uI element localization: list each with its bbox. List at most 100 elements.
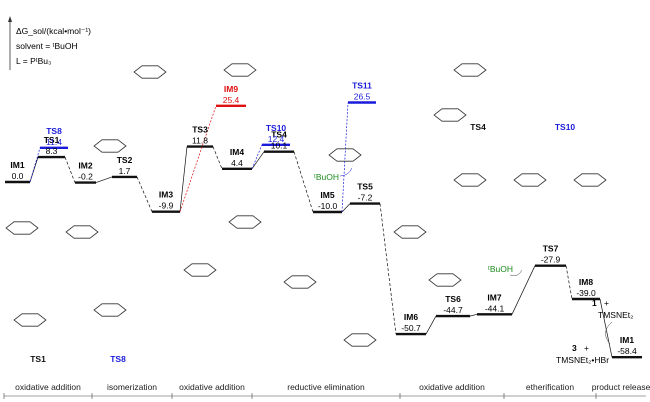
connector — [212, 146, 223, 169]
level-labels: IM10.0TS18.3IM2-0.2TS21.7IM3-9.9TS311.8I… — [10, 81, 637, 357]
connector-im9 — [179, 105, 217, 212]
benzene-ring-icon — [183, 263, 217, 277]
level-value: 4.4 — [231, 158, 243, 168]
level-value: 12.4 — [268, 134, 285, 144]
ts4-caption: TS4 — [470, 122, 486, 132]
connector-ts8 — [29, 147, 41, 183]
benzene-ring-icon — [428, 273, 462, 287]
level-label: TS11 — [352, 81, 372, 91]
benzene-ring-icon — [133, 65, 167, 79]
stage-label: reductive elimination — [287, 382, 365, 392]
stage-label: isomerization — [107, 382, 157, 392]
stage-bar: oxidative addition isomerization oxidative… — [3, 382, 650, 399]
connector — [251, 151, 265, 170]
stage-label: product release — [592, 382, 650, 392]
benzene-ring-icon — [328, 148, 362, 162]
benzene-ring-icon — [343, 333, 377, 347]
level-value: -27.9 — [541, 255, 561, 265]
level-value: 25.4 — [223, 95, 240, 105]
level-label: IM2 — [78, 161, 92, 171]
ts1-caption: TS1 — [30, 354, 46, 364]
legend-ligand: L = PᵗBu₃ — [16, 56, 52, 66]
plus-sign-1: + — [604, 298, 609, 308]
stage-label: oxidative addition — [419, 382, 485, 392]
level-value: -50.7 — [401, 323, 421, 333]
level-value: 11.8 — [192, 136, 208, 146]
benzene-ring-icon — [393, 225, 427, 239]
level-label: IM1 — [10, 160, 24, 170]
ts10-caption: TS10 — [555, 122, 576, 132]
level-value: -58.4 — [617, 346, 637, 356]
energy-levels — [5, 101, 642, 359]
level-value: -44.1 — [485, 303, 505, 313]
connector — [293, 151, 314, 213]
benzene-ring-icon — [65, 225, 99, 239]
benzene-ring-icon — [513, 173, 547, 187]
connector — [341, 203, 351, 213]
y-axis — [8, 16, 12, 70]
connector-ts11 — [341, 102, 349, 213]
legend-energy-unit: ΔG_sol/(kcal•mol⁻¹) — [16, 26, 91, 36]
level-value: 10.1 — [271, 141, 288, 151]
ts8-caption: TS8 — [110, 354, 126, 364]
level-value: -0.2 — [78, 172, 93, 182]
product-out-1: 3 — [572, 343, 577, 353]
level-value: -9.9 — [159, 201, 174, 211]
product-out-2: TMSNEt₂•HBr — [556, 355, 609, 365]
benzene-ring-icon — [223, 63, 257, 77]
connector — [95, 176, 113, 183]
level-label: IM1 — [620, 335, 634, 345]
benzene-ring-icon — [13, 313, 47, 327]
level-value: -7.2 — [358, 193, 373, 203]
level-label: IM5 — [320, 190, 334, 200]
connector — [565, 265, 573, 300]
legend-solvent: solvent = ᵗBuOH — [16, 41, 78, 51]
connector — [599, 298, 613, 358]
stage-label: oxidative addition — [179, 382, 245, 392]
connector — [379, 203, 397, 335]
level-label: IM8 — [579, 277, 593, 287]
level-value: 8.3 — [46, 146, 58, 156]
level-label: IM6 — [404, 312, 418, 322]
tbuoh-annotation-2: ᵗBuOH — [488, 264, 513, 274]
level-label: TS8 — [46, 126, 62, 136]
level-label: TS7 — [543, 244, 559, 254]
level-label: TS10 — [266, 123, 287, 133]
level-value: -39.0 — [576, 288, 596, 298]
level-value: 11.4 — [46, 137, 62, 147]
level-label: TS4 — [271, 130, 287, 140]
level-label: IM9 — [224, 84, 238, 94]
level-label: IM7 — [487, 292, 501, 302]
level-label: TS2 — [117, 155, 133, 165]
benzene-ring-icon — [453, 173, 487, 187]
legend: ΔG_sol/(kcal•mol⁻¹) solvent = ᵗBuOH L = … — [16, 26, 91, 66]
benzene-ring-icon — [228, 215, 262, 229]
connector — [469, 313, 478, 317]
benzene-ring-icon — [453, 63, 487, 77]
level-label: TS3 — [192, 125, 208, 135]
level-label: IM4 — [230, 147, 244, 157]
benzene-ring-icon — [93, 139, 127, 153]
level-label: TS5 — [357, 182, 373, 192]
stage-label: etherification — [526, 382, 574, 392]
connector — [179, 146, 188, 212]
product-in-2: TMSNEt₂ — [598, 310, 633, 320]
level-label: TS6 — [445, 294, 461, 304]
plus-sign-2: + — [584, 343, 589, 353]
benzene-ring-icon — [433, 108, 467, 122]
level-value: -10.0 — [318, 201, 338, 211]
connector-ts10 — [251, 144, 263, 169]
level-value: 0.0 — [12, 171, 24, 181]
benzene-ring-icon — [93, 303, 127, 317]
benzene-ring-icon — [283, 275, 317, 289]
connectors — [29, 102, 613, 358]
level-value: -44.7 — [443, 305, 463, 315]
benzene-ring-icon — [5, 221, 39, 235]
stage-label: oxidative addition — [15, 382, 81, 392]
connector — [511, 265, 536, 315]
level-label: IM3 — [159, 190, 173, 200]
level-label: TS1 — [44, 135, 60, 145]
connector — [425, 315, 437, 335]
